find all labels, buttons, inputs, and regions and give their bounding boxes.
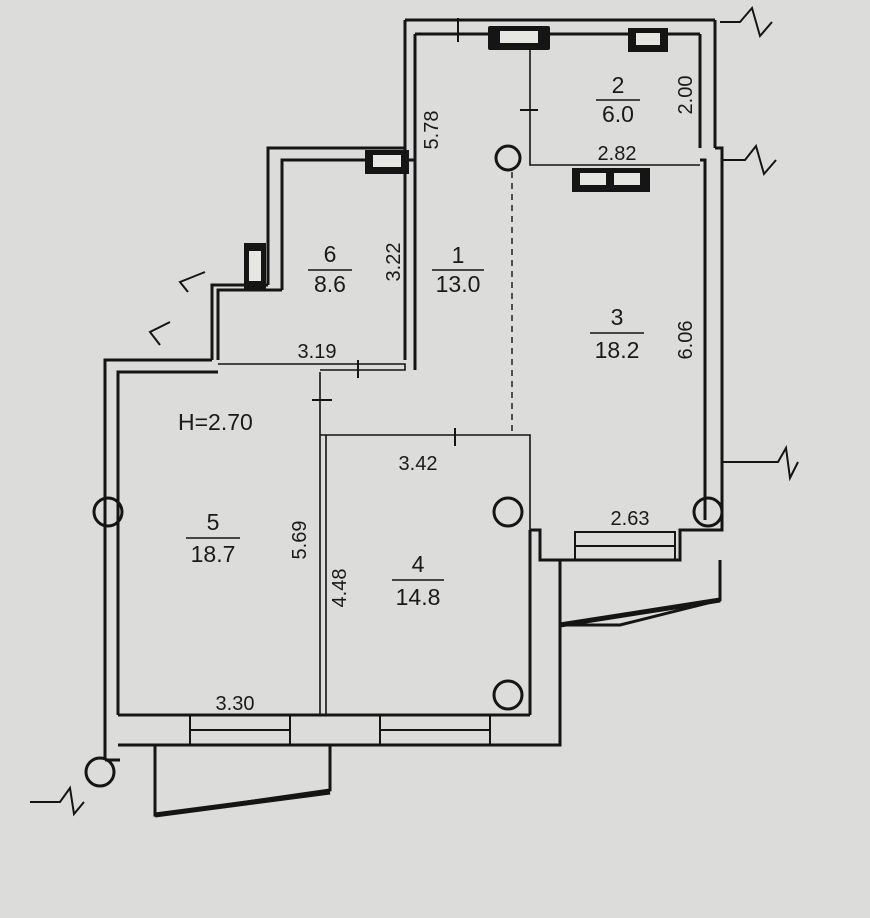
windows — [189, 26, 676, 746]
risers — [84, 144, 724, 788]
room-area: 8.6 — [314, 271, 346, 297]
room-number: 1 — [452, 242, 465, 268]
dimension-263: 2.63 — [611, 508, 650, 530]
room-number: 3 — [611, 304, 624, 330]
room-number: 2 — [612, 72, 625, 98]
dimension-319: 3.19 — [298, 341, 337, 363]
room-area: 14.8 — [396, 584, 441, 610]
dimension-448: 4.48 — [329, 569, 351, 608]
interior-walls — [218, 34, 700, 715]
room-4-label: 4 14.8 — [392, 551, 444, 610]
room-area: 18.2 — [595, 337, 640, 363]
room-5-label: 5 18.7 — [186, 509, 240, 567]
dimension-282: 2.82 — [598, 143, 637, 165]
dimension-342: 3.42 — [399, 453, 438, 475]
dimension-578: 5.78 — [421, 111, 443, 150]
room-number: 6 — [324, 241, 337, 267]
room-1-label: 1 13.0 — [432, 242, 484, 297]
ceiling-height: H=2.70 — [178, 409, 253, 435]
dimension-330: 3.30 — [216, 693, 255, 715]
exterior-walls — [103, 18, 724, 818]
room-area: 18.7 — [191, 541, 236, 567]
room-area: 6.0 — [602, 101, 634, 127]
door-marks — [312, 18, 538, 446]
room-6-label: 6 8.6 — [308, 241, 352, 297]
dimension-200: 2.00 — [675, 76, 697, 115]
room-number: 5 — [207, 509, 220, 535]
dimension-569: 5.69 — [289, 521, 311, 560]
break-lines — [30, 5, 799, 817]
room-number: 4 — [412, 551, 425, 577]
dimension-606: 6.06 — [675, 321, 697, 360]
room-area: 13.0 — [436, 271, 481, 297]
room-2-label: 2 6.0 — [596, 72, 640, 127]
dimension-322: 3.22 — [383, 243, 405, 282]
room-3-label: 3 18.2 — [590, 304, 644, 363]
